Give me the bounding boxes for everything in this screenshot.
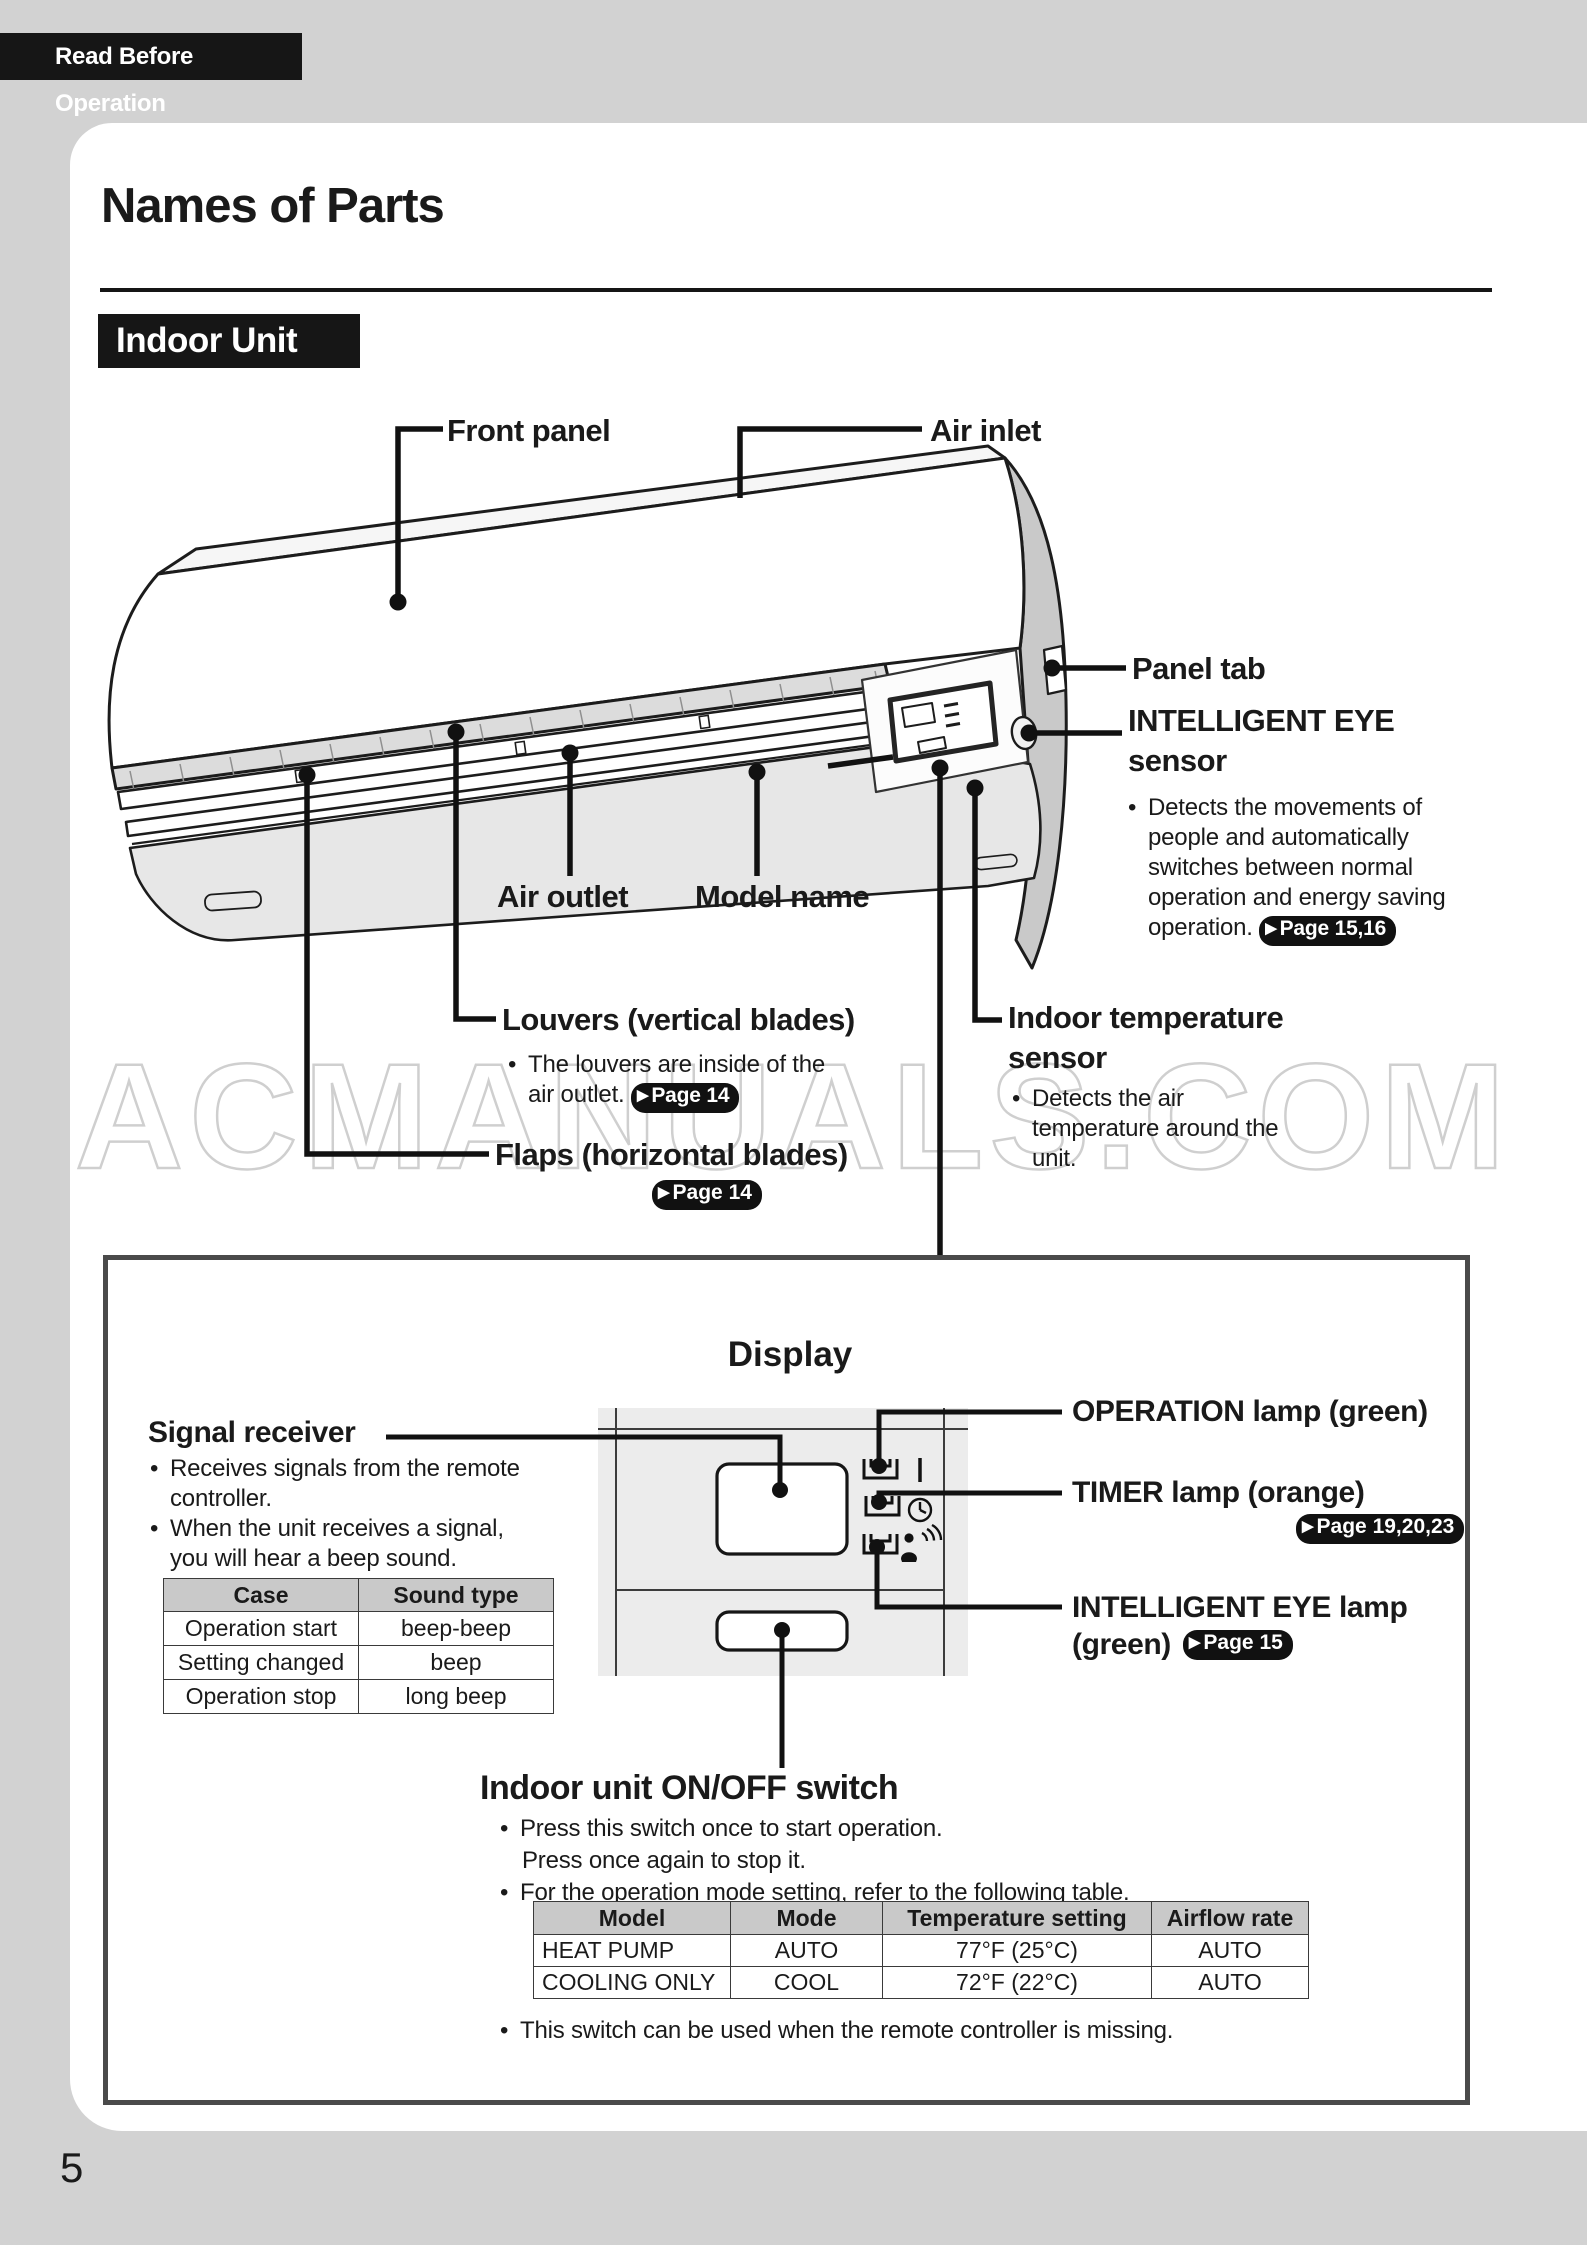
badge-label: Page 14 <box>651 1084 730 1107</box>
page-title: Names of Parts <box>101 179 445 233</box>
display-section-title: Display <box>727 1335 853 1374</box>
cell-model: HEAT PUMP <box>533 1934 731 1967</box>
onoff-bullet-1b-text: Press once again to stop it. <box>522 1847 806 1874</box>
cell-case: Operation stop <box>163 1679 359 1714</box>
cell-model: COOLING ONLY <box>533 1966 731 1999</box>
badge-label: Page 14 <box>672 1181 752 1204</box>
table-row: HEAT PUMP AUTO 77°F (25°C) AUTO <box>533 1934 1309 1967</box>
bullet-marker: • <box>500 2017 509 2044</box>
bullet-marker: • <box>508 1051 517 1078</box>
badge-arrow-icon: ▶ <box>1188 1634 1201 1651</box>
page-badge-14b: ▶Page 14 <box>652 1180 762 1210</box>
timer-badge-wrap: ▶Page 19,20,23 <box>1296 1514 1465 1544</box>
page-number: 5 <box>60 2144 84 2191</box>
page-badge-19-20-23: ▶Page 19,20,23 <box>1296 1514 1465 1544</box>
table-row: Operation start beep-beep <box>163 1611 554 1646</box>
cell-case: Setting changed <box>163 1645 359 1680</box>
bullet-marker: • <box>500 1879 509 1906</box>
cell-sound: long beep <box>358 1679 554 1714</box>
col-header-temperature: Temperature setting <box>882 1901 1152 1935</box>
onoff-bullet-3: • This switch can be used when the remot… <box>500 2016 1400 2046</box>
label-air-inlet: Air inlet <box>930 413 1041 448</box>
signal-bullet-1: • Receives signals from the remote contr… <box>150 1454 522 1514</box>
label-eye-lamp-line2: (green) <box>1072 1628 1171 1661</box>
signal-bullet-1-text: Receives signals from the remote control… <box>170 1455 520 1512</box>
badge-arrow-icon: ▶ <box>658 1184 670 1201</box>
page-badge-15: ▶Page 15 <box>1182 1630 1293 1660</box>
label-timer-lamp: TIMER lamp (orange) <box>1072 1476 1365 1509</box>
label-model-name: Model name <box>695 879 870 914</box>
louvers-bullet-text: The louvers are inside of the air outlet… <box>528 1050 838 1113</box>
label-front-panel: Front panel <box>447 413 611 448</box>
badge-arrow-icon: ▶ <box>1302 1518 1314 1535</box>
label-operation-lamp: OPERATION lamp (green) <box>1072 1395 1428 1428</box>
label-eye-sensor-line1: INTELLIGENT EYE <box>1128 703 1395 738</box>
cell-sound: beep-beep <box>358 1611 554 1646</box>
signal-bullet-2-text: When the unit receives a signal, you wil… <box>170 1515 504 1572</box>
cell-mode: AUTO <box>730 1934 883 1967</box>
onoff-bullet-3-text: This switch can be used when the remote … <box>520 2017 1174 2044</box>
cell-temperature: 72°F (22°C) <box>882 1966 1152 1999</box>
bullet-marker: • <box>150 1455 159 1482</box>
page-badge-14a: ▶Page 14 <box>631 1083 740 1113</box>
flaps-badge-wrap: ▶Page 14 <box>652 1180 762 1210</box>
label-air-outlet: Air outlet <box>497 879 629 914</box>
bullet-marker: • <box>1128 794 1137 821</box>
eye-sensor-bullet-text: Detects the movements of people and auto… <box>1148 793 1458 946</box>
cell-airflow: AUTO <box>1151 1966 1309 1999</box>
label-panel-tab: Panel tab <box>1132 651 1266 686</box>
col-header-sound-type: Sound type <box>358 1578 554 1612</box>
sound-type-table: Case Sound type Operation start beep-bee… <box>163 1578 554 1714</box>
eye-sensor-bullet: • Detects the movements of people and au… <box>1128 793 1458 946</box>
display-section-box <box>103 1255 1470 2105</box>
badge-arrow-icon: ▶ <box>1265 920 1277 937</box>
cell-sound: beep <box>358 1645 554 1680</box>
onoff-bullet-1a: • Press this switch once to start operat… <box>500 1814 1220 1844</box>
badge-arrow-icon: ▶ <box>637 1087 649 1104</box>
onoff-bullet-1a-text: Press this switch once to start operatio… <box>520 1815 943 1842</box>
table-header-row: Model Mode Temperature setting Airflow r… <box>533 1901 1309 1935</box>
col-header-case: Case <box>163 1578 359 1612</box>
cell-case: Operation start <box>163 1611 359 1646</box>
cell-temperature: 77°F (25°C) <box>882 1934 1152 1967</box>
operation-mode-table: Model Mode Temperature setting Airflow r… <box>533 1901 1309 1999</box>
label-onoff-switch-title: Indoor unit ON/OFF switch <box>480 1769 899 1807</box>
table-row: COOLING ONLY COOL 72°F (22°C) AUTO <box>533 1966 1309 1999</box>
col-header-mode: Mode <box>730 1901 883 1935</box>
table-header-row: Case Sound type <box>163 1578 554 1612</box>
page-badge-15-16: ▶Page 15,16 <box>1259 916 1397 946</box>
label-temp-sensor-line1: Indoor temperature <box>1008 1000 1284 1035</box>
label-flaps: Flaps (horizontal blades) <box>495 1137 848 1172</box>
label-eye-lamp-line2-row: (green) ▶Page 15 <box>1072 1628 1293 1662</box>
signal-bullet-2: • When the unit receives a signal, you w… <box>150 1514 522 1574</box>
cell-mode: COOL <box>730 1966 883 1999</box>
label-louvers: Louvers (vertical blades) <box>502 1002 855 1037</box>
bullet-marker: • <box>150 1515 159 1542</box>
cell-airflow: AUTO <box>1151 1934 1309 1967</box>
bullet-marker: • <box>1012 1085 1021 1112</box>
col-header-model: Model <box>533 1901 731 1935</box>
table-row: Operation stop long beep <box>163 1679 554 1714</box>
louvers-bullet: • The louvers are inside of the air outl… <box>508 1050 838 1113</box>
louvers-bullet-body: The louvers are inside of the air outlet… <box>528 1051 826 1108</box>
table-row: Setting changed beep <box>163 1645 554 1680</box>
label-temp-sensor-line2: sensor <box>1008 1040 1107 1075</box>
title-rule <box>100 288 1492 292</box>
badge-label: Page 15 <box>1203 1631 1283 1654</box>
label-signal-receiver: Signal receiver <box>148 1416 356 1449</box>
temp-sensor-bullet-text: Detects the air temperature around the u… <box>1032 1085 1279 1172</box>
temp-sensor-bullet: • Detects the air temperature around the… <box>1012 1084 1312 1174</box>
section-badge-indoor-unit: Indoor Unit <box>98 314 360 368</box>
label-eye-lamp-line1: INTELLIGENT EYE lamp <box>1072 1591 1408 1624</box>
eye-sensor-bullet-body: Detects the movements of people and auto… <box>1148 794 1446 941</box>
col-header-airflow: Airflow rate <box>1151 1901 1309 1935</box>
badge-label: Page 19,20,23 <box>1316 1515 1455 1538</box>
header-tag-badge: Read Before Operation <box>0 33 302 117</box>
badge-label: Page 15,16 <box>1279 917 1387 940</box>
label-eye-sensor-line2: sensor <box>1128 743 1227 778</box>
bullet-marker: • <box>500 1815 509 1842</box>
